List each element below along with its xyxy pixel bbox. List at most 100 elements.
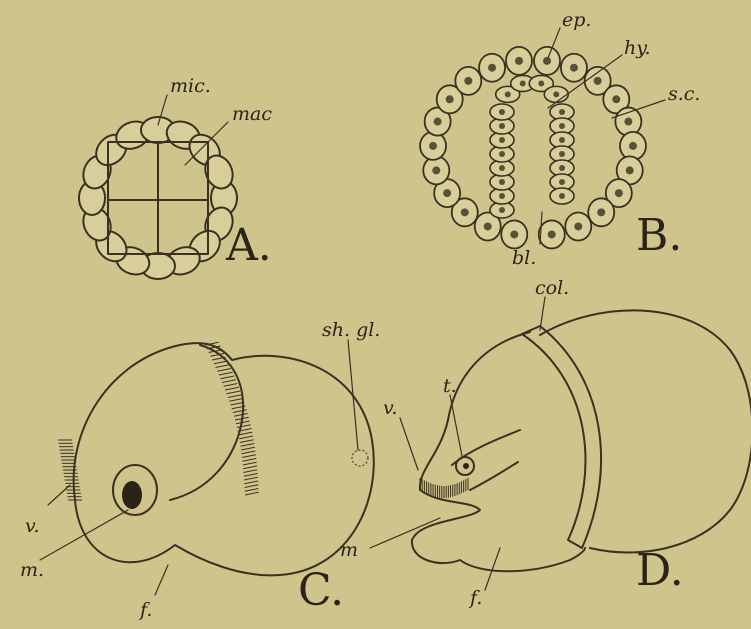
cell-nucleus <box>499 193 505 199</box>
cilium <box>217 368 231 371</box>
cilium <box>222 380 236 383</box>
cilium <box>243 466 257 469</box>
cell-nucleus <box>559 123 565 129</box>
cell-nucleus <box>488 64 496 72</box>
cilium <box>228 395 242 398</box>
cell-nucleus <box>443 189 451 197</box>
figure-letter-c: C. <box>298 565 344 616</box>
label-f-c: f. <box>138 599 152 621</box>
cell-nucleus <box>559 109 565 115</box>
label-v-d: v. <box>383 397 398 419</box>
shgl-leader <box>348 340 358 450</box>
cell-nucleus <box>464 77 472 85</box>
figure-b: ep. hy. s.c. bl. B. <box>420 9 700 269</box>
cilium <box>237 425 251 428</box>
cell-nucleus <box>574 222 582 230</box>
cell-nucleus <box>559 137 565 143</box>
cell-nucleus <box>432 166 440 174</box>
cell-nucleus <box>629 142 637 150</box>
label-hy: hy. <box>624 37 651 59</box>
cilium <box>241 447 255 450</box>
cilium <box>220 376 234 379</box>
label-bl: bl. <box>512 247 536 269</box>
cilium <box>245 485 259 488</box>
figure-letter-d: D. <box>636 545 684 596</box>
label-m-c: m. <box>20 559 44 581</box>
larva-d-shell <box>540 310 751 552</box>
cell-nucleus <box>538 80 544 86</box>
v-leader-c <box>48 485 70 505</box>
cilium <box>244 473 258 476</box>
mouth <box>122 481 142 509</box>
figure-letter-b: B. <box>636 210 682 261</box>
macromeres <box>108 142 208 254</box>
figure-letter-a: A. <box>225 220 272 271</box>
cell-nucleus <box>515 57 523 65</box>
cilium <box>242 455 256 458</box>
cell-nucleus <box>499 137 505 143</box>
cilium <box>245 488 259 491</box>
label-ep: ep. <box>562 9 591 31</box>
cell-nucleus <box>626 166 634 174</box>
cell-nucleus <box>553 91 559 97</box>
cell-nucleus <box>548 230 556 238</box>
cilium <box>219 372 233 375</box>
larva-c-velum-rim <box>170 345 243 500</box>
cell-nucleus <box>499 151 505 157</box>
cell-nucleus <box>520 80 526 86</box>
label-col: col. <box>535 277 569 299</box>
cilium <box>225 387 239 390</box>
v-leader-d <box>400 418 418 470</box>
cell-nucleus <box>559 179 565 185</box>
cilium <box>240 440 254 443</box>
cell-nucleus <box>499 109 505 115</box>
cilium <box>245 492 259 495</box>
cell-nucleus <box>543 57 551 65</box>
cilium <box>242 458 256 461</box>
cell-nucleus <box>429 142 437 150</box>
cell-nucleus <box>505 91 511 97</box>
label-mac: mac <box>232 103 272 125</box>
shell-gland <box>352 450 368 466</box>
label-t: t. <box>443 375 457 397</box>
cilium <box>244 470 258 473</box>
cell-nucleus <box>594 77 602 85</box>
m-leader-c <box>40 510 128 560</box>
cilium <box>229 398 243 401</box>
cilium <box>214 361 228 364</box>
cilium <box>227 391 241 394</box>
cell-nucleus <box>612 95 620 103</box>
cell-nucleus <box>499 207 505 213</box>
cell-nucleus <box>434 118 442 126</box>
tentacle-lower <box>470 462 518 490</box>
cell-nucleus <box>624 118 632 126</box>
t-leader <box>450 395 462 456</box>
label-v-c: v. <box>25 515 40 537</box>
cell-nucleus <box>597 208 605 216</box>
tentacle <box>452 430 520 465</box>
cell-nucleus <box>615 189 623 197</box>
m-leader-d <box>370 518 440 548</box>
cell-nucleus <box>484 222 492 230</box>
cilium <box>233 410 247 413</box>
figure-c: sh. gl. v. m. f. C. <box>20 319 380 621</box>
velum-cilia <box>205 342 259 495</box>
cilium <box>242 451 256 454</box>
columella <box>522 326 601 548</box>
label-m-d: m <box>340 539 358 561</box>
cilium <box>243 462 257 465</box>
cilium <box>234 413 248 416</box>
cell-nucleus <box>559 193 565 199</box>
velum-cilia-left <box>58 440 82 500</box>
cell-nucleus <box>499 165 505 171</box>
cilium <box>241 443 255 446</box>
cell-nucleus <box>499 179 505 185</box>
label-sc: s.c. <box>668 83 700 105</box>
cilium <box>239 436 253 439</box>
cilium <box>244 477 258 480</box>
cell-nucleus <box>499 123 505 129</box>
cell-nucleus <box>559 165 565 171</box>
larva-d-body <box>412 332 585 571</box>
label-mic: mic. <box>170 75 211 97</box>
